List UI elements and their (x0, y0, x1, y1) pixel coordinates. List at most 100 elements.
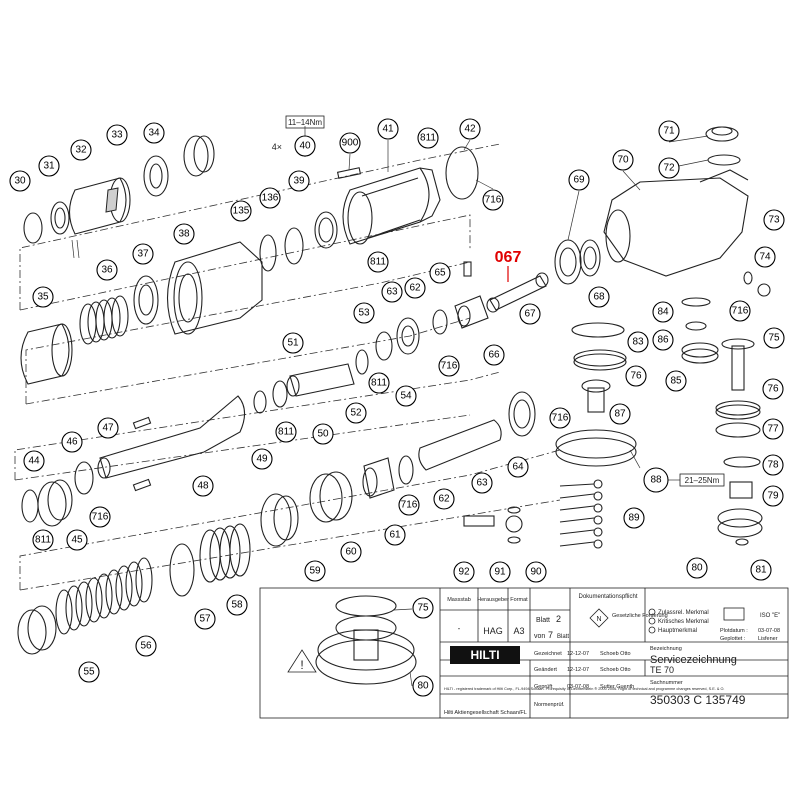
callout-text: 811 (371, 378, 387, 389)
callout-text: 66 (488, 350, 500, 361)
callout-c57: 57 (194, 608, 216, 630)
callout-text: 42 (464, 124, 476, 135)
callout-text: 716 (732, 306, 749, 317)
part-46-ring (74, 461, 94, 495)
part-63-piston (454, 295, 489, 329)
geprueft-name: Sutter Guenth (600, 684, 634, 690)
callout-c53: 53 (353, 302, 375, 324)
callout-c64: 64 (507, 456, 529, 478)
massstab-value: - (458, 624, 461, 633)
part-71-seal (705, 126, 739, 142)
callout-c38: 38 (173, 223, 195, 245)
part-50-oring (272, 380, 288, 408)
warning-icon: ! (300, 658, 303, 672)
callout-text: 77 (767, 424, 779, 435)
normen-label: Normenprüf. (534, 702, 565, 708)
torque-right: 21–25Nm (679, 473, 725, 487)
part-900-screw (336, 167, 362, 179)
part-83-oring (571, 322, 625, 338)
callout-text: 73 (768, 215, 780, 226)
blatt-label: Blatt (536, 617, 550, 624)
part-136-ring (284, 227, 304, 265)
callout-c716d: 716 (438, 355, 460, 377)
callout-c52: 52 (345, 402, 367, 424)
callout-text: 78 (767, 460, 779, 471)
callout-text: 48 (197, 481, 209, 492)
blatt-value: 2 (556, 614, 561, 624)
callout-text: 811 (35, 535, 51, 546)
callout-text: 811 (278, 427, 294, 438)
callout-c36: 36 (96, 259, 118, 281)
callout-text: 33 (111, 130, 123, 141)
callout-c45: 45 (66, 529, 88, 551)
callout-c32: 32 (70, 139, 92, 161)
callout-text: 81 (755, 565, 767, 576)
callout-text: 51 (287, 338, 299, 349)
callout-text: 86 (657, 335, 669, 346)
callout-text: 60 (345, 547, 357, 558)
callout-text: 71 (663, 126, 675, 137)
callout-c716e: 716 (89, 506, 111, 528)
callout-text: 84 (657, 307, 669, 318)
callout-c65: 65 (429, 262, 451, 284)
callout-text: 50 (317, 429, 329, 440)
callout-c63: 63 (381, 281, 403, 303)
part-74-oring (743, 271, 753, 285)
callout-c716f: 716 (398, 494, 420, 516)
callout-c89: 89 (623, 507, 645, 529)
callout-c76a: 76 (625, 365, 647, 387)
plotdatum-value: 03-07-08 (758, 628, 780, 634)
part-51-shaft (286, 363, 355, 397)
callout-text: 37 (137, 249, 149, 260)
part-61-sleeve (362, 457, 395, 499)
callout-c811a: 811 (417, 127, 439, 149)
callout-text: 76 (630, 371, 642, 382)
callout-c63b: 63 (471, 472, 493, 494)
part-63b-tube (418, 419, 502, 471)
callout-c85: 85 (665, 370, 687, 392)
part-73-plug (757, 283, 771, 297)
callout-c80: 80 (686, 557, 708, 579)
part-55-chuck (17, 605, 57, 655)
callout-c716a: 716 (482, 189, 504, 211)
callout-c75b: 75 (412, 597, 434, 619)
callout-text: 76 (767, 384, 779, 395)
highlight-callout[interactable]: 067 (495, 249, 522, 282)
callout-c50: 50 (312, 423, 334, 445)
geaendert-name: Schoeb Otto (600, 667, 631, 673)
part-92-plate (463, 515, 495, 527)
part-42-oring (445, 146, 479, 200)
part-135-ring (259, 234, 277, 272)
format-label: Format (510, 597, 528, 603)
callout-c61: 61 (384, 524, 406, 546)
callout-c77: 77 (762, 418, 784, 440)
callout-text: 62 (409, 283, 421, 294)
callout-text: 32 (75, 145, 87, 156)
callout-text: 92 (458, 567, 470, 578)
herausgeber-value: HAG (483, 626, 503, 636)
von-value: 7 (548, 630, 553, 640)
callout-c92: 92 (453, 561, 475, 583)
callout-text: 74 (759, 252, 771, 263)
callout-c69: 69 (568, 169, 590, 191)
callout-text: 90 (530, 567, 542, 578)
part-52-ring (355, 349, 369, 375)
gezeichnet-label: Gezeichnet (534, 651, 562, 657)
part-85-gear (681, 342, 719, 364)
herausgeber-label: Herausgeber (477, 597, 509, 603)
callout-c84: 84 (652, 301, 674, 323)
callout-text: 68 (593, 292, 605, 303)
callout-text: 75 (417, 603, 429, 614)
part-81-washer (735, 538, 749, 546)
callout-c67: 67 (519, 303, 541, 325)
doku-label: Dokumentationspflicht (578, 594, 637, 600)
callout-text: 716 (441, 361, 458, 372)
part-56-spring (55, 557, 153, 635)
geplottet-label: Geplottet : (720, 636, 746, 642)
part-54-ring (396, 317, 420, 355)
gezeichnet-date: 12-12-07 (567, 651, 589, 657)
callout-c79: 79 (762, 485, 784, 507)
callout-c81: 81 (750, 559, 772, 581)
callout-text: 89 (628, 513, 640, 524)
